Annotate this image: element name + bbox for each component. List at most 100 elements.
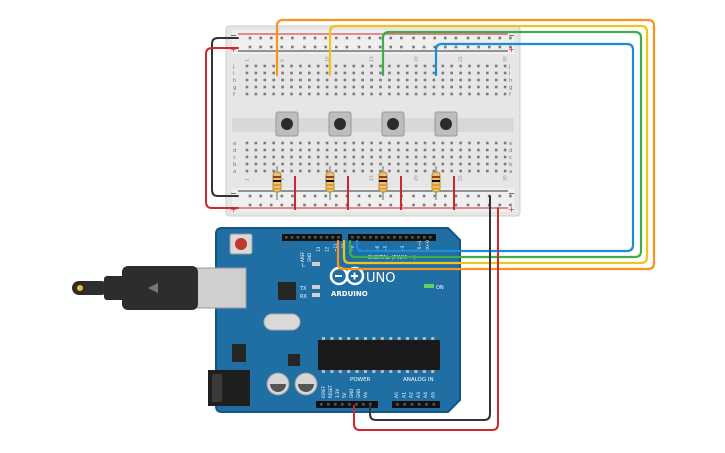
pin-label-vin: Vin [363, 391, 368, 398]
push-button-1[interactable] [275, 111, 299, 137]
led-tx [312, 285, 320, 289]
aref-label: AREF [300, 251, 305, 262]
row-letter: a [509, 169, 512, 175]
column-number: 30 [503, 175, 509, 181]
pin-label-3v3: 3.3V [335, 389, 340, 398]
row-letter: g [509, 85, 513, 91]
pin-label-gnd1: GND [349, 389, 354, 398]
rail-top-minus-label-right: − [508, 31, 515, 40]
digital-pin-label: 12 [324, 246, 329, 252]
row-letter: d [233, 148, 237, 154]
digital-header-left [282, 234, 342, 241]
row-letter: h [509, 78, 513, 84]
row-letter: e [509, 141, 513, 147]
rail-bottom-plus-label-right: + [508, 205, 515, 214]
digital-pin-label: 13 [316, 246, 321, 252]
digital-pin-label: ~11 [333, 243, 338, 252]
wire-black-left-rail [211, 37, 239, 197]
wire-red-5v [353, 207, 499, 431]
analog-pin-label: A5 [431, 392, 437, 398]
digital-pin-label: RX←0 [425, 240, 430, 252]
voltage-regulator [232, 344, 246, 362]
analog-header [392, 401, 440, 408]
pin-label-reset: RESET [328, 385, 333, 398]
led-tx-label: TX [299, 286, 307, 292]
led-l [312, 262, 320, 266]
push-button-2[interactable] [328, 111, 352, 137]
row-letter: c [509, 155, 512, 161]
row-letter: e [233, 141, 237, 147]
atmega-microcontroller [318, 337, 440, 373]
pin-label-5v: 5V [342, 392, 347, 398]
usb-chip [278, 282, 296, 300]
analog-pin-label: A4 [423, 392, 429, 398]
rail-bottom-minus-label-right: − [508, 189, 515, 198]
wire-blue-button-4 [355, 42, 635, 253]
digital-header-right [348, 234, 436, 241]
push-button-3[interactable] [381, 111, 405, 137]
row-letter: c [233, 155, 236, 161]
rail-top-plus-label: + [230, 45, 237, 54]
analog-label: ANALOG IN [403, 377, 434, 383]
wire-red-left-rail [205, 47, 239, 209]
resistor-2 [325, 166, 335, 200]
push-button-4[interactable] [434, 111, 458, 137]
digital-pin-label: TX→1 [417, 240, 422, 253]
digital-pin-label: ~6 [375, 245, 380, 252]
usb-connector [72, 266, 247, 310]
column-number: 30 [503, 56, 509, 62]
analog-pin-label: A0 [394, 392, 400, 398]
rail-bottom-plus-label: + [230, 205, 237, 214]
row-letter: i [509, 71, 511, 77]
power-label: POWER [350, 377, 371, 383]
reset-button[interactable] [229, 233, 253, 255]
brand-label: ARDUINO [331, 290, 368, 298]
column-number: 25 [458, 56, 464, 62]
column-number: 25 [458, 175, 464, 181]
led-rx [312, 293, 320, 297]
wire-green-button-3 [348, 30, 643, 259]
resistor-4 [431, 166, 441, 200]
row-letter: b [233, 162, 237, 168]
pin-label-ioref: IOREF [321, 385, 326, 398]
power-header [316, 401, 378, 408]
led-rx-label: RX [300, 294, 307, 300]
rail-top-minus-label: − [230, 31, 237, 40]
digital-pin-label: ~3 [400, 245, 405, 252]
wire-yellow-button-2 [328, 24, 649, 265]
column-number: 20 [414, 175, 420, 181]
resistor-3 [378, 166, 388, 200]
analog-pin-label: A3 [416, 392, 422, 398]
row-letter: g [233, 85, 237, 91]
small-chip [288, 354, 300, 366]
gnd-top-label: GND [307, 253, 312, 262]
digital-pin-label: ~5 [383, 245, 388, 252]
column-number: 20 [414, 56, 420, 62]
row-letter: j [508, 64, 511, 70]
analog-pin-label: A1 [401, 392, 407, 398]
pin-label-gnd2: GND [356, 389, 361, 398]
column-number: 10 [325, 56, 331, 62]
row-letter: j [232, 64, 235, 70]
digital-pin-label: ~9 [350, 245, 355, 252]
row-letter: a [233, 169, 236, 175]
wires [205, 18, 656, 431]
column-number: 15 [369, 175, 375, 181]
wire-black-gnd [369, 195, 491, 421]
row-letter: i [233, 71, 235, 77]
on-label: ON [436, 285, 444, 291]
row-letter: d [509, 148, 513, 154]
column-number: 1 [245, 59, 251, 62]
power-jack [208, 370, 250, 406]
led-l-label: L [302, 263, 305, 269]
model-label: UNO [366, 271, 395, 286]
column-number: 1 [245, 178, 251, 181]
breadboard-holes [245, 36, 512, 207]
resistor-1 [272, 166, 282, 200]
column-number: 15 [369, 56, 375, 62]
wire-orange-button-1 [275, 18, 656, 271]
